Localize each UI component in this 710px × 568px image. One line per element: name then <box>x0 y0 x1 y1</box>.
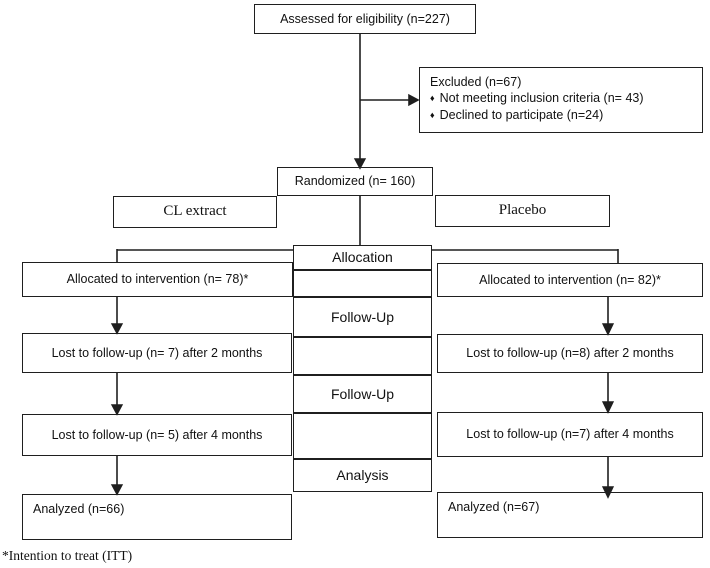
stage-allocation: Allocation <box>293 245 432 270</box>
diamond-bullet-icon: ♦ <box>430 110 435 120</box>
stage-followup-1-label: Follow-Up <box>330 308 394 325</box>
arrowhead-right-lost4m <box>601 401 615 414</box>
lost-2m-right-label: Lost to follow-up (n=8) after 2 months <box>466 346 674 361</box>
allocated-left-label: Allocated to intervention (n= 78)* <box>66 272 249 287</box>
arrowhead-excluded <box>408 93 420 107</box>
node-assessed-label: Assessed for eligibility (n=227) <box>280 11 450 26</box>
arrowhead-left-lost2m <box>110 323 124 335</box>
node-assessed: Assessed for eligibility (n=227) <box>254 4 476 34</box>
node-arm-cl-extract: CL extract <box>113 196 277 228</box>
node-lost-2m-left: Lost to follow-up (n= 7) after 2 months <box>22 333 292 373</box>
footnote-itt: *Intention to treat (ITT) <box>2 548 133 563</box>
lost-4m-right-label: Lost to follow-up (n=7) after 4 months <box>466 427 674 442</box>
arrowhead-randomized <box>353 158 367 170</box>
node-lost-2m-right: Lost to follow-up (n=8) after 2 months <box>437 334 703 373</box>
arrowhead-left-analyzed <box>110 484 124 496</box>
node-excluded: Excluded (n=67) ♦ Not meeting inclusion … <box>419 67 703 133</box>
stage-followup-2-label: Follow-Up <box>330 385 394 402</box>
node-allocated-left: Allocated to intervention (n= 78)* <box>22 262 293 297</box>
lost-4m-left-label: Lost to follow-up (n= 5) after 4 months <box>51 427 263 442</box>
node-randomized: Randomized (n= 160) <box>277 167 433 196</box>
arm-cl-extract-label: CL extract <box>163 203 227 220</box>
stage-spacer-1 <box>293 270 432 297</box>
node-analyzed-left: Analyzed (n=66) <box>22 494 292 540</box>
excluded-item-2: ♦ Declined to participate (n=24) <box>430 107 603 124</box>
node-analyzed-right: Analyzed (n=67) <box>437 492 703 538</box>
stage-spacer-3 <box>293 413 432 459</box>
arrowhead-right-lost2m <box>601 323 615 336</box>
lost-2m-left-label: Lost to follow-up (n= 7) after 2 months <box>51 345 263 360</box>
node-lost-4m-right: Lost to follow-up (n=7) after 4 months <box>437 412 703 457</box>
stage-followup-2: Follow-Up <box>293 375 432 413</box>
excluded-item-2-label: Declined to participate (n=24) <box>439 108 604 122</box>
node-lost-4m-left: Lost to follow-up (n= 5) after 4 months <box>22 414 292 456</box>
excluded-item-1-label: Not meeting inclusion criteria (n= 43) <box>439 91 644 105</box>
arrowhead-left-lost4m <box>110 404 124 416</box>
excluded-item-1: ♦ Not meeting inclusion criteria (n= 43) <box>430 90 644 107</box>
diamond-bullet-icon: ♦ <box>430 93 435 103</box>
node-arm-placebo: Placebo <box>435 195 610 227</box>
node-allocated-right: Allocated to intervention (n= 82)* <box>437 263 703 297</box>
node-randomized-label: Randomized (n= 160) <box>294 174 416 189</box>
stage-spacer-2 <box>293 337 432 375</box>
allocated-right-label: Allocated to intervention (n= 82)* <box>479 272 661 287</box>
analyzed-left-label: Analyzed (n=66) <box>33 502 125 516</box>
stage-analysis-label: Analysis <box>336 467 389 484</box>
arm-placebo-label: Placebo <box>498 202 547 219</box>
stage-allocation-label: Allocation <box>332 249 393 266</box>
stage-analysis: Analysis <box>293 459 432 492</box>
analyzed-right-label: Analyzed (n=67) <box>448 500 540 514</box>
stage-followup-1: Follow-Up <box>293 297 432 337</box>
node-excluded-title: Excluded (n=67) <box>430 75 522 89</box>
